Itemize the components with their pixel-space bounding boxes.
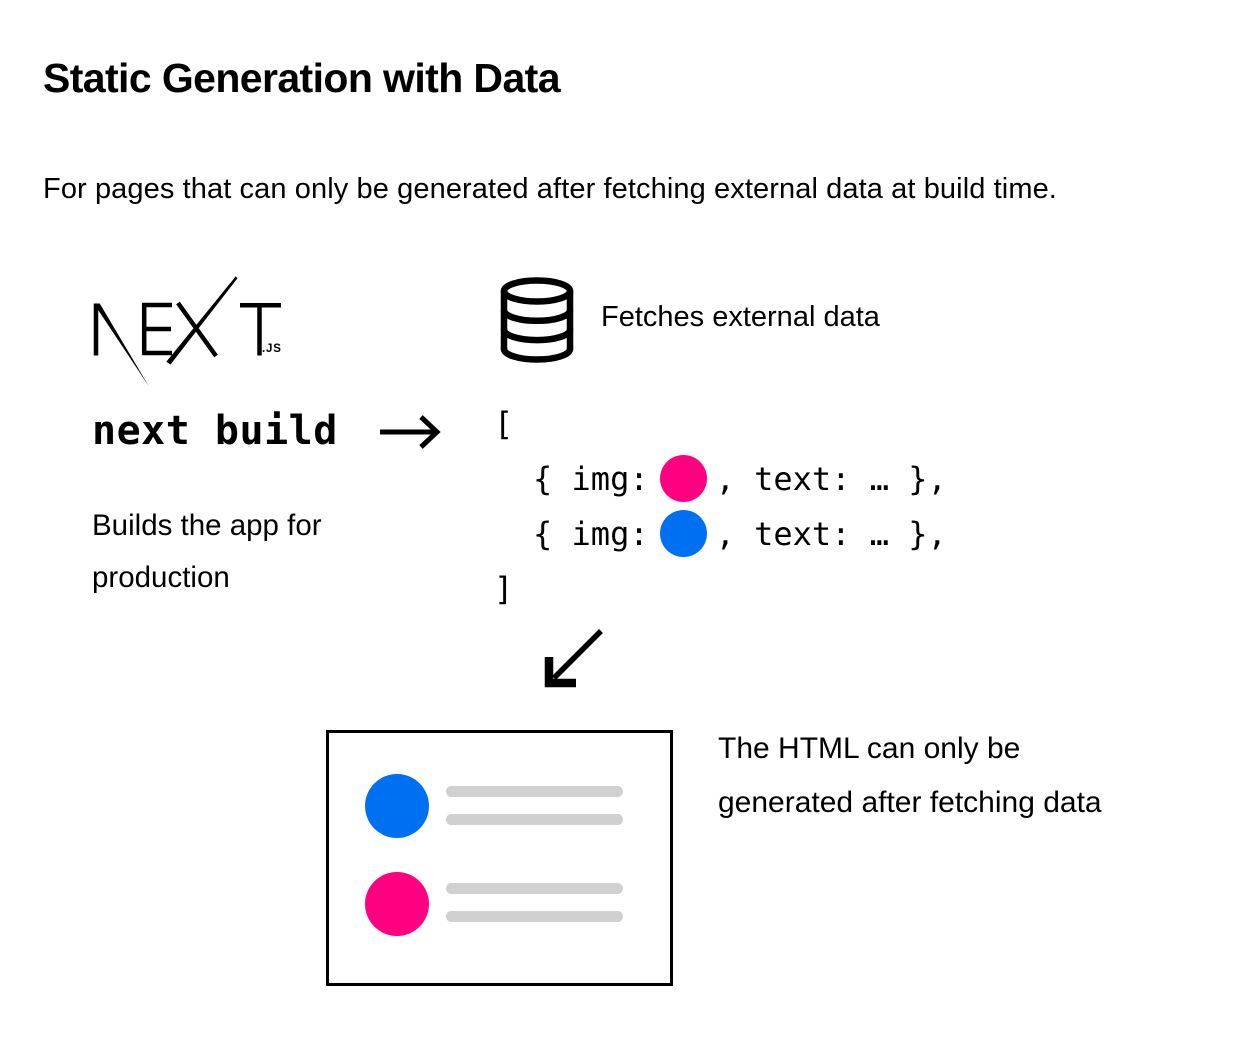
logo-letter-e <box>141 302 172 356</box>
database-icon <box>500 277 574 363</box>
code-block: [ { img: , text: … }, { img: , text: … }… <box>494 396 947 616</box>
build-caption: Builds the app for production <box>92 500 322 604</box>
result-caption: The HTML can only be generated after fet… <box>718 722 1102 830</box>
fetch-label: Fetches external data <box>601 301 880 333</box>
logo-n-diagonal <box>93 303 149 387</box>
text-placeholder-line <box>446 883 623 894</box>
pink-image-circle <box>365 872 429 936</box>
nextjs-logo: .JS <box>93 276 282 387</box>
blue-image-circle <box>365 774 429 838</box>
code-line-1-prefix: { img: <box>533 459 649 498</box>
code-line-2-prefix: { img: <box>533 514 649 553</box>
code-line-1-suffix: , text: … }, <box>715 459 947 498</box>
html-page-card <box>326 730 673 986</box>
text-placeholder-line <box>446 911 623 922</box>
text-placeholder-line <box>446 786 623 797</box>
text-placeholder-line <box>446 814 623 825</box>
build-caption-line2: production <box>92 561 230 594</box>
code-line-2-suffix: , text: … }, <box>715 514 947 553</box>
blue-img-dot <box>659 510 707 557</box>
code-line-2: { img: , text: … }, <box>494 506 947 561</box>
build-caption-line1: Builds the app for <box>92 509 322 542</box>
code-close-bracket: ] <box>494 569 514 608</box>
page-title: Static Generation with Data <box>43 55 561 101</box>
result-caption-line2: generated after fetching data <box>718 786 1102 819</box>
right-arrow-icon <box>380 415 441 449</box>
page-subtitle: For pages that can only be generated aft… <box>43 173 1057 205</box>
down-left-arrow-icon <box>544 629 603 688</box>
logo-letter-t <box>240 302 281 356</box>
code-line-1: { img: , text: … }, <box>494 451 947 506</box>
pink-img-dot <box>659 455 707 502</box>
logo-suffix: .JS <box>262 343 282 355</box>
result-caption-line1: The HTML can only be <box>718 732 1021 765</box>
logo-x-slash <box>166 276 238 365</box>
build-command: next build <box>92 408 338 454</box>
code-open-bracket: [ <box>494 404 514 443</box>
